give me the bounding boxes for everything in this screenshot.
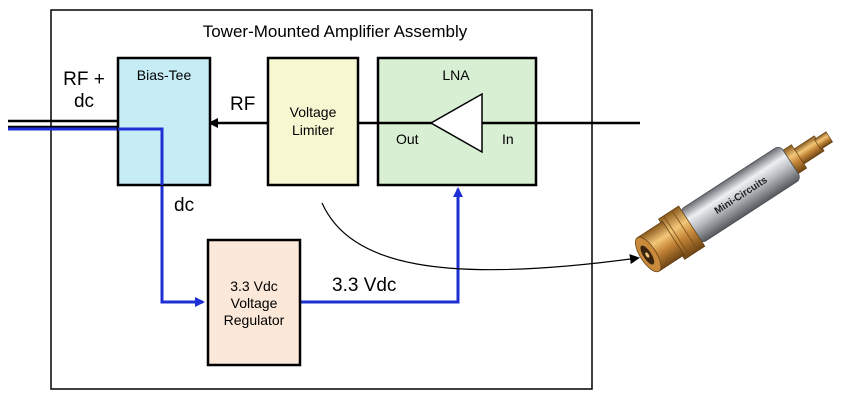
assembly-title: Tower-Mounted Amplifier Assembly bbox=[203, 22, 468, 41]
dc-line-input bbox=[8, 127, 205, 307]
assembly-frame bbox=[50, 9, 593, 390]
regulator-block bbox=[206, 238, 302, 367]
input-label-rf: RF + bbox=[63, 69, 105, 90]
regulator-label-line1: 3.3 Vdc bbox=[230, 278, 277, 294]
regulator-label-line3: Regulator bbox=[224, 312, 285, 328]
rf-label: RF bbox=[230, 94, 255, 115]
voltage-limiter-label-line1: Voltage bbox=[290, 104, 337, 120]
dc-label: dc bbox=[174, 195, 194, 216]
amplifier-triangle-icon bbox=[429, 92, 483, 154]
regulator-output-label: 3.3 Vdc bbox=[332, 275, 396, 296]
lna-out-label: Out bbox=[396, 131, 419, 147]
dc-line-regulator-output bbox=[300, 187, 463, 304]
bias-tee-block bbox=[116, 56, 212, 187]
lna-title: LNA bbox=[442, 67, 470, 83]
voltage-limiter-label-line2: Limiter bbox=[292, 122, 334, 138]
pointer-curve bbox=[321, 202, 640, 271]
regulator-label-line2: Voltage bbox=[231, 295, 278, 311]
dc-line-inside-biastee bbox=[118, 127, 164, 185]
lna-in-label: In bbox=[502, 131, 514, 147]
input-label-dc: dc bbox=[74, 91, 94, 112]
bias-tee-title: Bias-Tee bbox=[137, 67, 192, 83]
voltage-limiter-block bbox=[266, 56, 360, 187]
product-image: Mini-Circuits bbox=[634, 131, 833, 273]
